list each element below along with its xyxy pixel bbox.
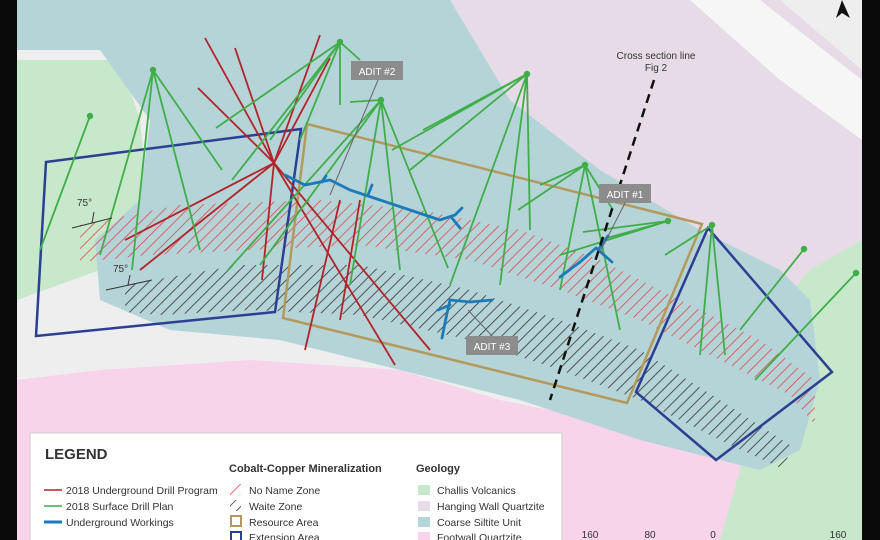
north-arrow-icon <box>836 0 850 18</box>
legend-swatch-challis <box>418 485 430 495</box>
legend-swatch-resource-area <box>230 515 242 527</box>
left-border <box>0 0 17 540</box>
extension-area-east <box>634 225 834 462</box>
adit2-label: ADIT #2 <box>359 67 396 78</box>
adit2-leader <box>329 79 379 196</box>
legend-swatch-hanging-wall <box>418 501 430 511</box>
dip-label-1: 75° <box>77 198 92 209</box>
legend-label-extension-area: Extension Area <box>249 532 320 540</box>
dip-symbol-2 <box>105 274 153 291</box>
adit2-callout <box>351 61 403 80</box>
legend-swatch-waite-zone <box>230 500 241 511</box>
scale-tick-0: 0 <box>710 530 716 540</box>
adit1-label: ADIT #1 <box>607 190 644 201</box>
dip-label-2: 75° <box>113 264 128 275</box>
legend-swatch-extension-area <box>230 531 242 540</box>
legend-label-underground-drill: 2018 Underground Drill Program <box>66 485 218 497</box>
legend-label-workings: Underground Workings <box>66 517 174 529</box>
adit3-leader <box>467 309 493 337</box>
adit1-callout <box>599 184 651 203</box>
cross-section-label: Cross section line <box>617 51 696 62</box>
legend-label-hanging-wall: Hanging Wall Quartzite <box>437 501 545 513</box>
adit3-callout <box>466 336 518 355</box>
adit1-leader <box>599 202 626 253</box>
dip-symbol-1 <box>71 211 113 229</box>
legend-box <box>29 432 563 540</box>
drill-collars <box>86 38 860 277</box>
legend-swatch-footwall <box>418 532 430 540</box>
hanging-wall-quartzite-area <box>440 0 862 300</box>
white-band <box>690 0 862 140</box>
legend-label-siltite: Coarse Siltite Unit <box>437 517 521 529</box>
legend-label-no-name-zone: No Name Zone <box>249 485 320 497</box>
legend-label-resource-area: Resource Area <box>249 517 319 529</box>
legend-label-waite-zone: Waite Zone <box>249 501 302 513</box>
cross-section-fig-label: Fig 2 <box>645 63 668 74</box>
legend-swatch-no-name-zone <box>230 484 241 495</box>
scale-tick-80: 80 <box>644 530 656 540</box>
scale-tick-160-right: 160 <box>830 530 847 540</box>
legend-mineralization-heading: Cobalt-Copper Mineralization <box>229 463 382 475</box>
no-name-zone <box>80 200 815 425</box>
surface-drill-plan <box>39 41 857 381</box>
underground-workings <box>283 173 614 340</box>
legend-label-challis: Challis Volcanics <box>437 485 516 497</box>
cross-section-line <box>548 79 656 401</box>
legend-geology-heading: Geology <box>416 463 461 475</box>
legend-swatch-siltite <box>418 517 430 527</box>
extension-area-west <box>34 127 303 338</box>
legend-label-surface-drill: 2018 Surface Drill Plan <box>66 501 174 513</box>
scale-tick-160-left: 160 <box>582 530 599 540</box>
waite-zone <box>125 265 790 470</box>
right-border <box>862 0 880 540</box>
legend-title: LEGEND <box>45 446 108 463</box>
adit3-label: ADIT #3 <box>474 342 511 353</box>
legend-label-footwall: Footwall Quartzite <box>437 532 522 540</box>
legend: LEGEND 2018 Underground Drill Program 20… <box>29 432 563 540</box>
resource-area <box>281 122 704 405</box>
